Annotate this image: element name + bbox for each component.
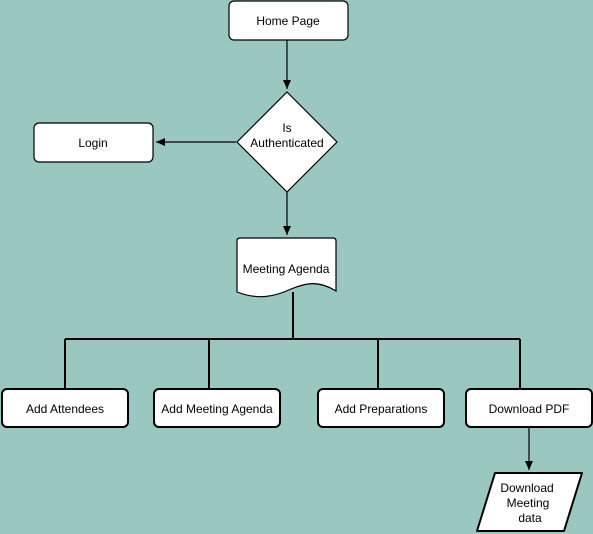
is-authenticated-diamond <box>236 91 338 193</box>
meeting-agenda-node[interactable]: Meeting Agenda <box>236 237 337 298</box>
login-label: Login <box>78 136 107 150</box>
download-meeting-data-label-line1: Download <box>500 481 553 495</box>
add-attendees-node[interactable]: Add Attendees <box>1 388 129 428</box>
add-meeting-agenda-box <box>153 388 281 428</box>
is-authenticated-label-line2: Authenticated <box>250 136 323 150</box>
add-preparations-box <box>317 388 445 428</box>
download-pdf-node[interactable]: Download PDF <box>465 388 593 428</box>
download-meeting-data-label-line3: data <box>518 511 542 525</box>
add-preparations-node[interactable]: Add Preparations <box>317 388 445 428</box>
is-authenticated-node[interactable]: Is Authenticated <box>236 91 338 193</box>
meeting-agenda-label: Meeting Agenda <box>243 262 330 276</box>
login-node[interactable]: Login <box>33 122 154 163</box>
download-meeting-data-label-line2: Meeting <box>507 496 550 510</box>
agenda-branch-connector <box>64 292 521 389</box>
is-authenticated-label-line1: Is <box>282 121 291 135</box>
download-meeting-data-node[interactable]: Download Meeting data <box>476 472 583 532</box>
meeting-agenda-document-shape <box>236 237 337 298</box>
add-meeting-agenda-node[interactable]: Add Meeting Agenda <box>153 388 281 428</box>
add-preparations-label: Add Preparations <box>335 402 428 416</box>
add-meeting-agenda-label: Add Meeting Agenda <box>161 402 273 416</box>
download-pdf-box <box>465 388 593 428</box>
home-page-label: Home Page <box>256 14 320 28</box>
home-page-box <box>228 0 349 41</box>
add-attendees-box <box>1 388 129 428</box>
download-pdf-label: Download PDF <box>489 402 570 416</box>
add-attendees-label: Add Attendees <box>26 402 104 416</box>
home-page-node[interactable]: Home Page <box>228 0 349 41</box>
login-box <box>33 122 154 163</box>
download-meeting-data-parallelogram <box>476 472 583 532</box>
